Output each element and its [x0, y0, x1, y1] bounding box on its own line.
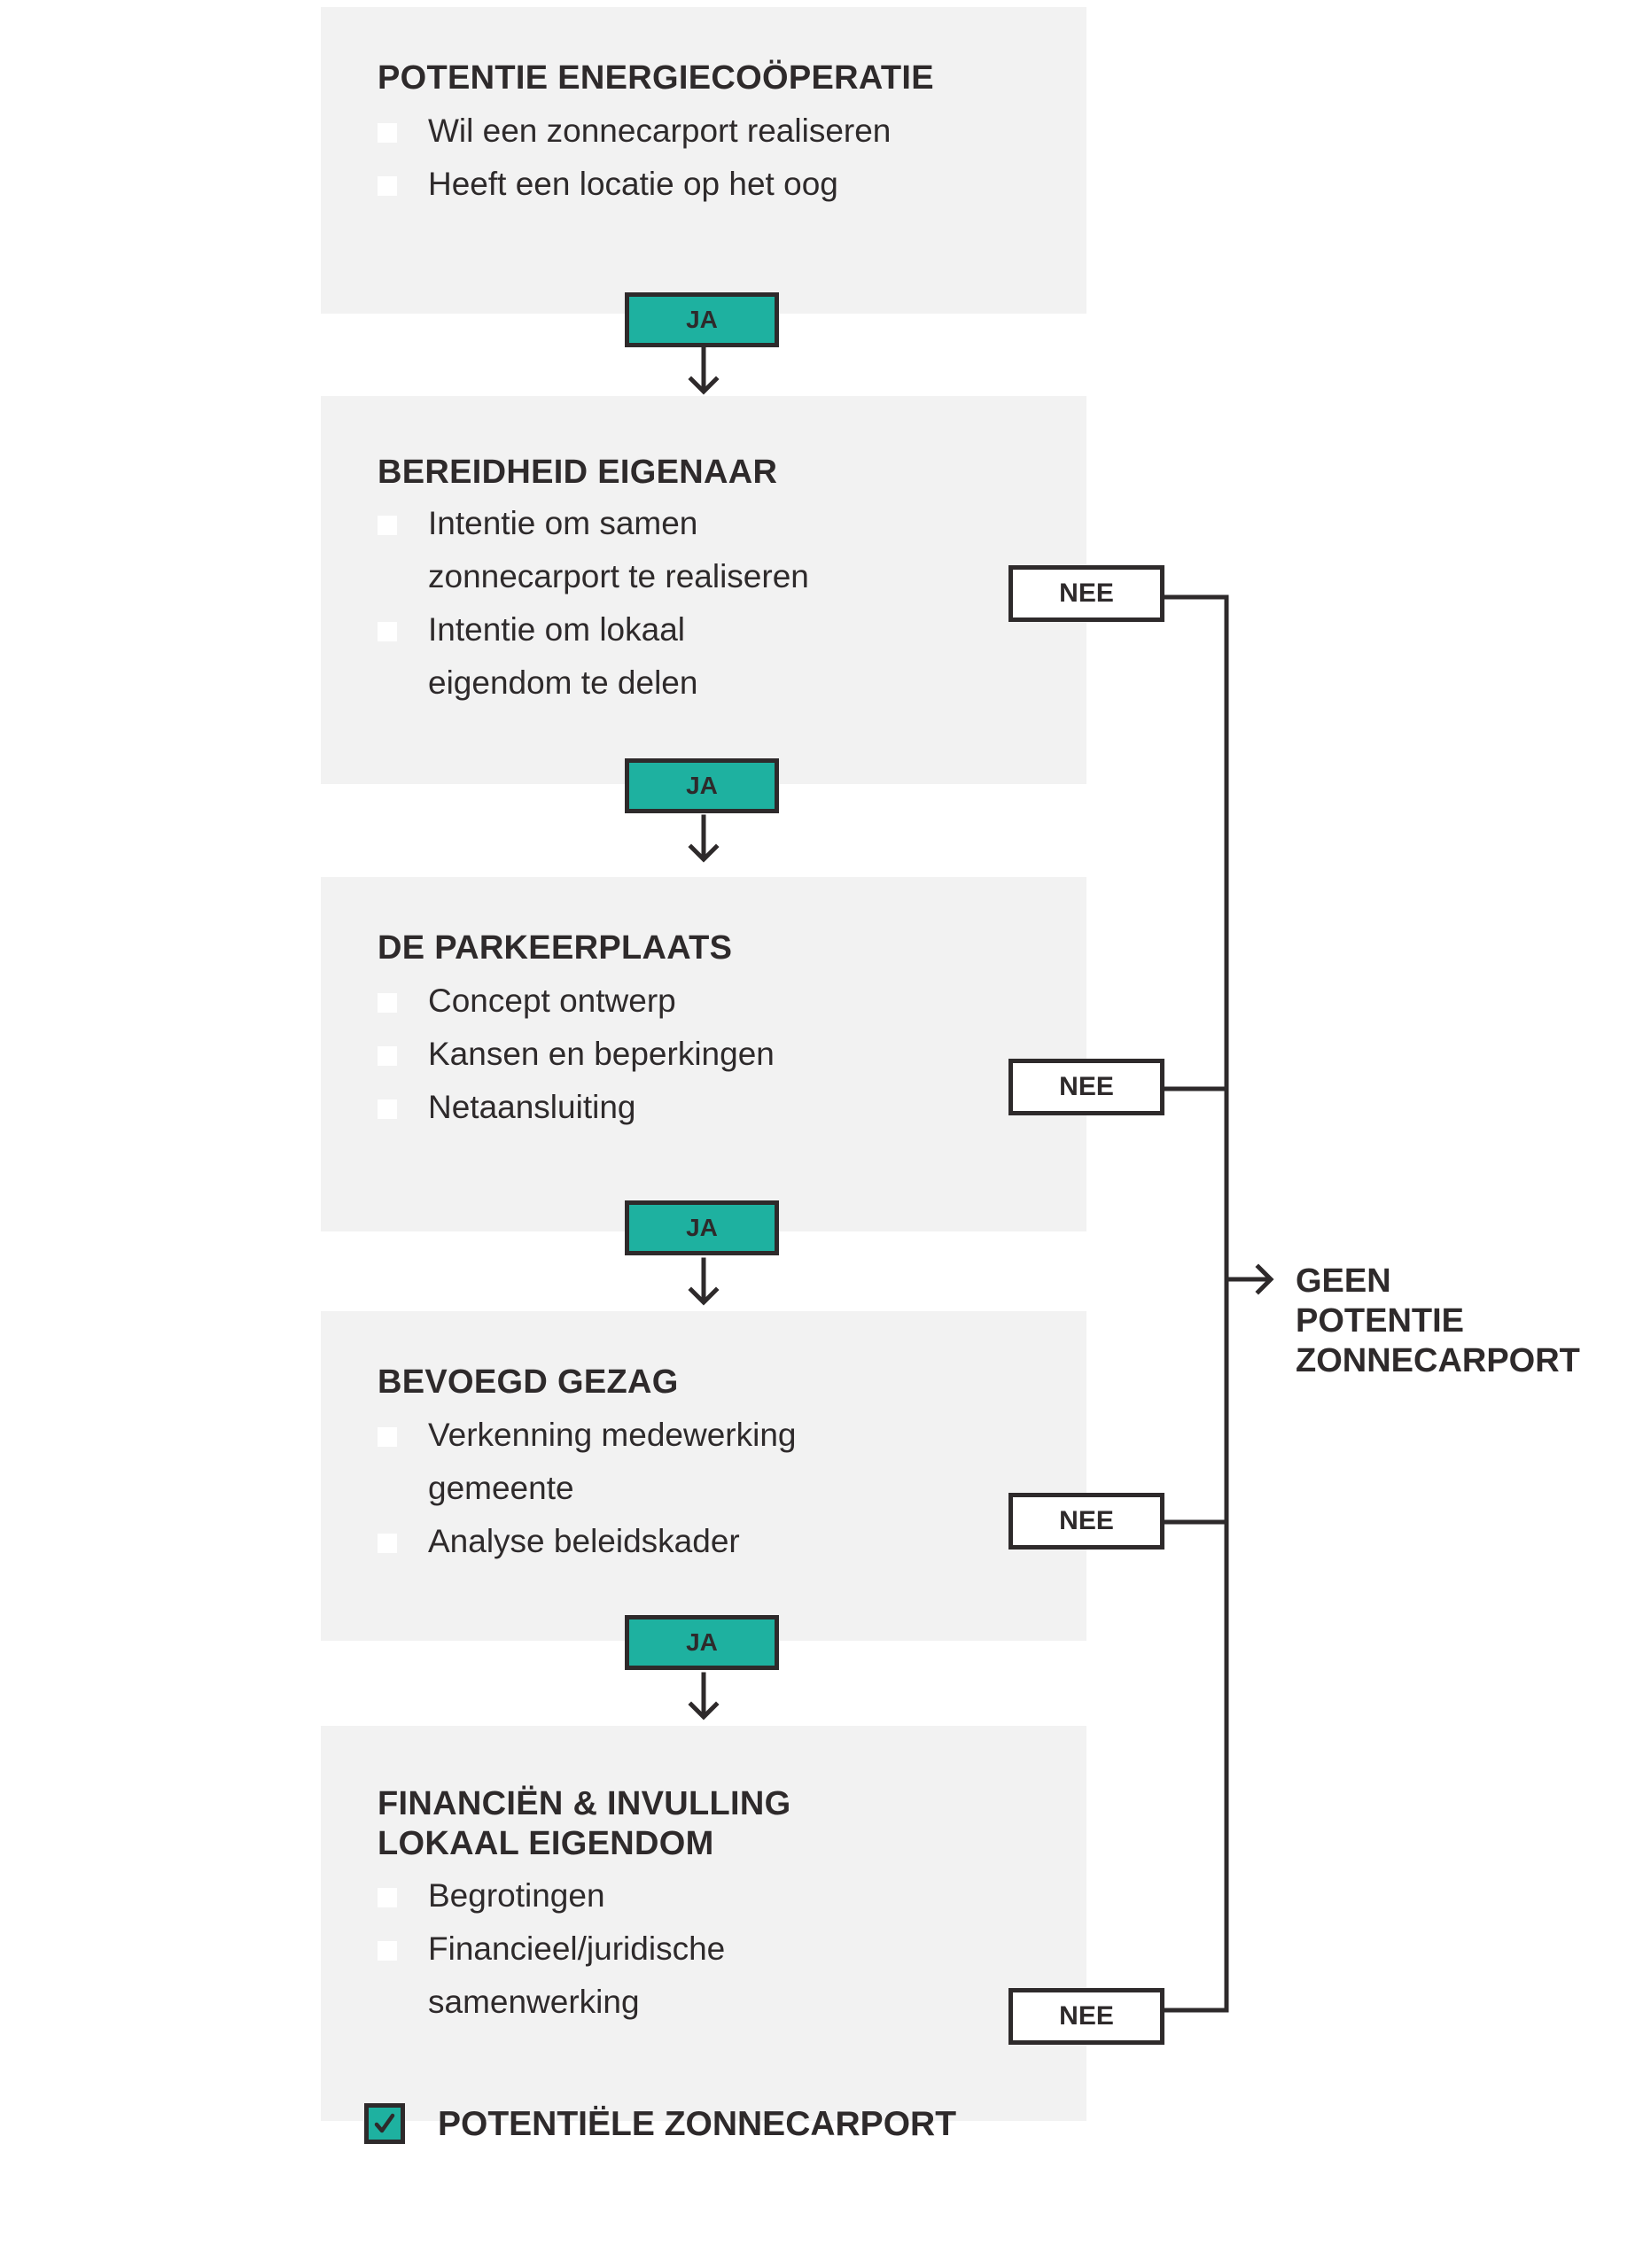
no-box: NEE	[1008, 1493, 1164, 1550]
yes-box: JA	[625, 758, 779, 813]
yes-box: JA	[625, 1615, 779, 1670]
step-de-parkeerplaats: DE PARKEERPLAATS Concept ontwerp Kansen …	[321, 877, 1086, 1231]
checklist-item-label: Netaansluiting	[428, 1089, 636, 1125]
step-title-line: BEVOEGD GEZAG	[378, 1363, 679, 1401]
checkbox-icon	[378, 1099, 397, 1119]
step-bevoegd-gezag: BEVOEGD GEZAG Verkenning medewerking gem…	[321, 1311, 1086, 1641]
checkbox-icon	[378, 176, 397, 196]
checked-box-icon	[364, 2103, 405, 2144]
checklist-item-label: Verkenning medewerking	[428, 1417, 797, 1453]
step-title-line: DE PARKEERPLAATS	[378, 929, 733, 967]
checklist-item-label: gemeente	[428, 1470, 574, 1506]
step-title-line: FINANCIËN & INVULLING	[378, 1785, 791, 1822]
checkbox-icon	[378, 1941, 397, 1961]
step-title-line: LOKAAL EIGENDOM	[378, 1825, 714, 1862]
down-arrow-icon	[688, 1672, 720, 1720]
step-title: BEREIDHEID EIGENAAR	[378, 453, 777, 493]
down-arrow-icon	[688, 814, 720, 863]
down-arrow-icon	[688, 345, 720, 395]
checklist-item-label: eigendom te delen	[428, 664, 698, 701]
step-title-line: POTENTIE ENERGIECOÖPERATIE	[378, 59, 934, 97]
checklist-item-label: Begrotingen	[428, 1877, 605, 1914]
outcome-line: ZONNECARPORT	[1296, 1342, 1580, 1379]
step-potentie-energiecooperatie: POTENTIE ENERGIECOÖPERATIE Wil een zonne…	[321, 7, 1086, 314]
no-potential-outcome: GEEN POTENTIE ZONNECARPORT	[1296, 1262, 1632, 1381]
no-bus-line	[1161, 594, 1229, 2013]
checkbox-icon	[378, 1427, 397, 1447]
checkbox-icon	[378, 993, 397, 1013]
checklist-item-label: Intentie om samen	[428, 505, 698, 541]
no-box: NEE	[1008, 565, 1164, 622]
checklist-item-label: Intentie om lokaal	[428, 611, 686, 648]
checkbox-icon	[378, 1888, 397, 1907]
checklist-item-label: samenwerking	[428, 1984, 640, 2020]
step-title: BEVOEGD GEZAG	[378, 1363, 679, 1402]
down-arrow-icon	[688, 1257, 720, 1306]
checkbox-icon	[378, 516, 397, 535]
checklist-item-label: Kansen en beperkingen	[428, 1036, 775, 1072]
checklist-item-label: Concept ontwerp	[428, 983, 676, 1019]
checkbox-icon	[378, 1534, 397, 1553]
step-bereidheid-eigenaar: BEREIDHEID EIGENAAR Intentie om samen zo…	[321, 396, 1086, 784]
step-title-line: BEREIDHEID EIGENAAR	[378, 454, 778, 491]
checklist-item-label: Wil een zonnecarport realiseren	[428, 113, 892, 149]
checklist-item-label: Analyse beleidskader	[428, 1523, 740, 1559]
right-arrow-icon	[1224, 1263, 1274, 1295]
no-box: NEE	[1008, 1988, 1164, 2045]
final-outcome-label: POTENTIËLE ZONNECARPORT	[438, 2105, 957, 2143]
yes-box: JA	[625, 1200, 779, 1255]
step-title: FINANCIËN & INVULLING LOKAAL EIGENDOM	[378, 1784, 791, 1864]
checklist-item-label: zonnecarport te realiseren	[428, 558, 809, 594]
checkbox-icon	[378, 1046, 397, 1066]
outcome-line: POTENTIE	[1296, 1302, 1465, 1340]
step-financien-invulling: FINANCIËN & INVULLING LOKAAL EIGENDOM Be…	[321, 1726, 1086, 2121]
checklist-item-label: Heeft een locatie op het oog	[428, 166, 838, 202]
checkbox-icon	[378, 123, 397, 143]
checkbox-icon	[378, 622, 397, 641]
checklist-item-label: Financieel/juridische	[428, 1930, 726, 1967]
step-title: POTENTIE ENERGIECOÖPERATIE	[378, 58, 934, 98]
no-box: NEE	[1008, 1059, 1164, 1115]
outcome-line: GEEN	[1296, 1262, 1391, 1300]
yes-box: JA	[625, 292, 779, 347]
step-title: DE PARKEERPLAATS	[378, 928, 732, 968]
